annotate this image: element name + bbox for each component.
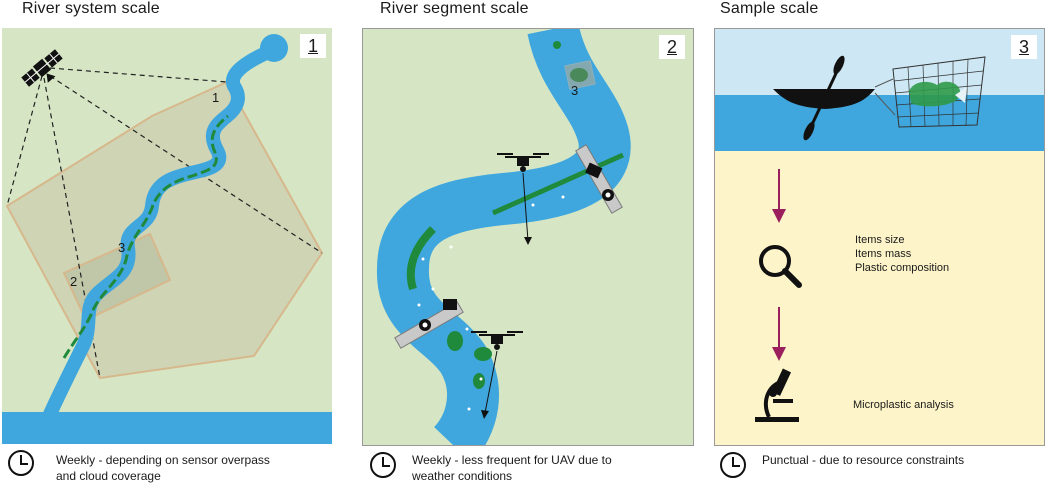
title-river-system: River system scale (22, 0, 160, 17)
magnifier-icon (759, 245, 802, 288)
title-sample: Sample scale (720, 0, 819, 17)
microplastic-label: Microplastic analysis (853, 399, 954, 411)
flow-arrow (772, 307, 786, 361)
info-plastic-composition: Plastic composition (855, 262, 950, 274)
label-3: 3 (118, 240, 126, 255)
river-channel (377, 29, 631, 445)
clock-icon (370, 452, 396, 478)
panel-number-3: 3 (1011, 35, 1037, 59)
river-system-map (2, 34, 332, 444)
paddle-icon (803, 55, 845, 141)
flow-arrow (772, 169, 786, 223)
river-segment-map (377, 29, 631, 445)
info-items-size: Items size (855, 234, 905, 246)
river-source (260, 34, 288, 62)
panel-sample: 3 Items size Items mass Plastic composit… (714, 28, 1045, 446)
caption-system-line1: Weekly - depending on sensor overpass (56, 453, 270, 467)
vegetation-patch (474, 347, 492, 361)
water (715, 95, 1044, 151)
vegetation-bank (406, 226, 436, 291)
analysis-info: Items size Items mass Plastic compositio… (855, 233, 949, 275)
clock-icon (720, 452, 746, 478)
label-2: 2 (70, 274, 78, 289)
caption-system: Weekly - depending on sensor overpass an… (56, 452, 270, 484)
caption-sample: Punctual - due to resource constraints (762, 453, 965, 467)
clock-icon (8, 450, 34, 476)
panel-river-segment: 2 3 (362, 28, 694, 446)
vegetation-strip (491, 152, 625, 216)
debris-dots (417, 195, 565, 411)
camera-icon (585, 162, 614, 201)
sample-scene (715, 29, 1044, 422)
drone-icon (471, 331, 523, 419)
sea-band (2, 412, 332, 444)
caption-system-line2: and cloud coverage (56, 469, 161, 483)
info-items-mass: Items mass (855, 248, 912, 260)
river-vegetation (62, 114, 229, 359)
satellite-footprint (5, 80, 324, 380)
caption-segment: Weekly - less frequent for UAV due to we… (412, 452, 612, 484)
drone-icon (497, 153, 549, 245)
sample-vegetation (570, 68, 588, 82)
panel-number-2: 2 (659, 35, 685, 59)
caption-segment-line1: Weekly - less frequent for UAV due to (412, 453, 612, 467)
panel-river-system: 1 1 2 3 (2, 28, 332, 444)
camera-icon (419, 299, 457, 331)
satellite-icon (21, 49, 63, 87)
vegetation-patch (473, 373, 485, 389)
panel-number-1: 1 (300, 34, 326, 58)
microscope-icon (755, 368, 799, 422)
label-1: 1 (212, 90, 220, 105)
vegetation-dot (553, 41, 561, 49)
sky (715, 29, 1044, 95)
net-icon (874, 56, 986, 128)
title-river-segment: River segment scale (380, 0, 529, 17)
vegetation-patch (447, 331, 463, 351)
label-3: 3 (571, 83, 579, 98)
caption-segment-line2: weather conditions (412, 469, 513, 483)
